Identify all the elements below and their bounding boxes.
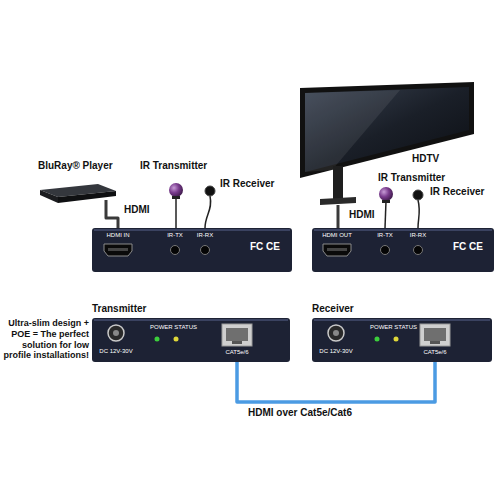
panel-body [312,318,492,362]
power-led [375,337,380,342]
rj45-tab [232,341,242,344]
panel-body [312,228,494,272]
device-heading: BluRay® Player [38,160,113,172]
ir-sensor [413,190,423,200]
tv-frame [300,82,474,178]
port-label: IR-TX [167,232,183,239]
ir-jack [414,246,423,255]
device-label: IR Transmitter [140,160,207,172]
cert-mark: FC CE [250,241,280,253]
front-panel: HDMI IN IR-TX IR-RX FC CE [92,228,292,272]
panel-highlight [314,319,490,321]
rj45-tab [430,341,440,344]
cert-mark: FC CE [453,241,483,253]
ir-jack [201,246,210,255]
back-panel: Transmitter DC 12V-30V POWER STATUS CAT5e/6 [92,300,290,362]
ir-sensor [205,186,215,196]
dc-jack-pin [113,330,119,336]
device-label: IR Receiver [430,186,484,198]
player-front [58,191,116,203]
tv-stand [333,166,343,199]
port-label: DC 12V-30V [99,348,132,355]
panel-highlight [94,229,290,231]
ir-emitter-base [172,196,180,199]
hdmi-cable [337,205,340,228]
hdmi-port-tongue [108,248,128,251]
ir-wire [385,201,386,228]
status-led [174,337,179,342]
ir-wire [175,197,177,228]
hdmi-port [104,244,132,256]
port-label: IR-RX [197,232,213,239]
panel-highlight [314,229,492,231]
panel-highlight [94,319,288,321]
cable-label: HDMI [347,209,377,221]
unit-heading: Receiver [312,303,354,315]
cat-cable [237,362,435,402]
tv-screen [305,87,469,172]
player-side [40,190,58,203]
port-label: HDMI IN [107,232,130,239]
rj45-port [222,324,252,346]
device-label: IR Receiver [220,178,274,190]
hdmi-port [323,244,351,256]
device-heading: HDTV [412,153,439,165]
status-led [394,337,399,342]
port-label: CAT5e/6 [423,349,446,356]
unit-heading: Transmitter [92,303,146,315]
port-label: HDMI OUT [322,232,352,239]
hdmi-port-tongue [327,248,347,251]
cable-label: HDMI over Cat5e/Cat6 [246,407,354,419]
led-label: POWER STATUS [150,324,197,331]
port-label: CAT5e/6 [225,349,248,356]
panel-body [92,228,292,272]
device-label: IR Transmitter [378,172,445,184]
led-label: POWER STATUS [370,324,417,331]
tv-sheen [305,90,400,172]
dc-jack [108,325,124,341]
tv-base [320,197,356,205]
ir-wire [418,200,419,228]
device-box: BluRay® Player [36,158,120,200]
port-label: IR-TX [377,232,393,239]
ir-emitter-base [382,200,390,203]
ir-jack [171,246,180,255]
cable-label: HDMI [122,204,152,216]
back-panel: Receiver DC 12V-30V POWER STATUS CAT5e/6 [312,300,492,362]
dc-jack [328,325,344,341]
ir-emitter [379,187,393,201]
feature-note: Ultra-slim design + POE = The perfect so… [3,318,89,361]
power-led [155,337,160,342]
front-panel: HDMI OUT IR-TX IR-RX FC CE [312,228,494,272]
ir-wire [205,196,211,228]
port-label: DC 12V-30V [319,348,352,355]
port-label: IR-RX [410,232,426,239]
ir-emitter [169,183,183,197]
hdmi-cable [106,200,118,228]
panel-body [92,318,290,362]
rj45-cavity [226,328,248,341]
dc-jack-pin [333,330,339,336]
ir-jack [381,246,390,255]
rj45-cavity [424,328,446,341]
rj45-port [420,324,450,346]
